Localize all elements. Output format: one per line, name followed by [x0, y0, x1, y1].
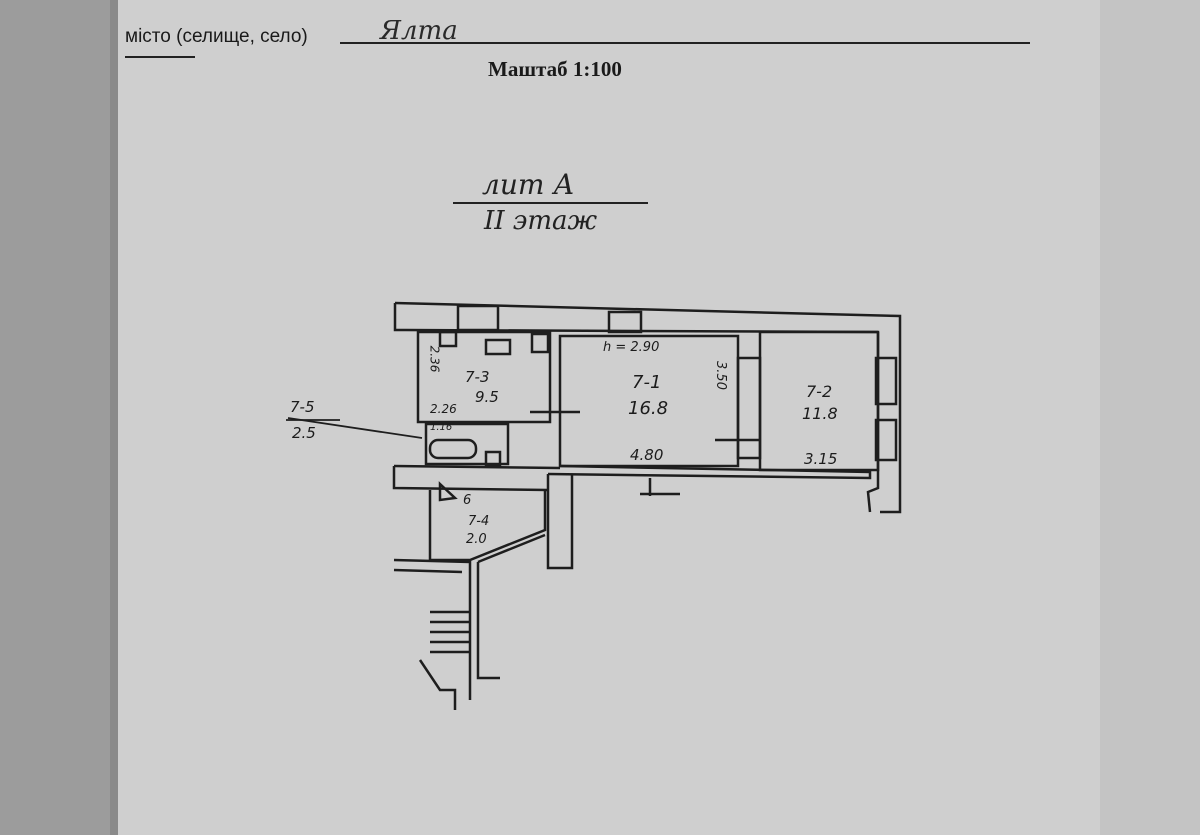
- room-7-2-area: 11.8: [802, 404, 838, 423]
- room-7-3-area: 9.5: [475, 388, 499, 406]
- building-letter: лит А: [482, 168, 575, 201]
- room-7-3-height: 2.36: [427, 345, 442, 373]
- city-value: Ялта: [380, 16, 458, 46]
- ceiling-height: h = 2.90: [603, 340, 660, 355]
- room-7-1-width: 4.80: [630, 446, 664, 464]
- room-7-5-id: 7-5: [290, 398, 315, 416]
- city-underline: [340, 42, 1030, 44]
- room-7-1-area: 16.8: [628, 398, 669, 419]
- adjacent-sheet: [1100, 0, 1200, 835]
- city-label: місто (селище, село): [125, 26, 308, 47]
- room-7-1-id: 7-1: [632, 372, 662, 393]
- small-label-6: 6: [463, 493, 472, 508]
- title-fraction-line: [453, 202, 648, 204]
- room-7-5-dim: 1.16: [430, 422, 453, 433]
- room-7-1-height: 3.50: [712, 361, 728, 390]
- scale-label: Маштаб 1:100: [488, 57, 622, 81]
- floor-number: II этаж: [484, 206, 598, 236]
- room-7-4-area: 2.0: [466, 532, 487, 547]
- room-7-2-width: 3.15: [804, 450, 838, 468]
- room-7-2-id: 7-2: [806, 382, 833, 401]
- city-field: місто (селище, село) Ялта: [125, 16, 1035, 58]
- document-sheet: [110, 0, 1110, 835]
- room-7-4-id: 7-4: [468, 514, 490, 529]
- city-label-underline: [125, 56, 195, 58]
- room-7-3-id: 7-3: [465, 368, 490, 386]
- room-7-5-area: 2.5: [292, 424, 316, 442]
- room-7-3-width: 2.26: [430, 402, 457, 416]
